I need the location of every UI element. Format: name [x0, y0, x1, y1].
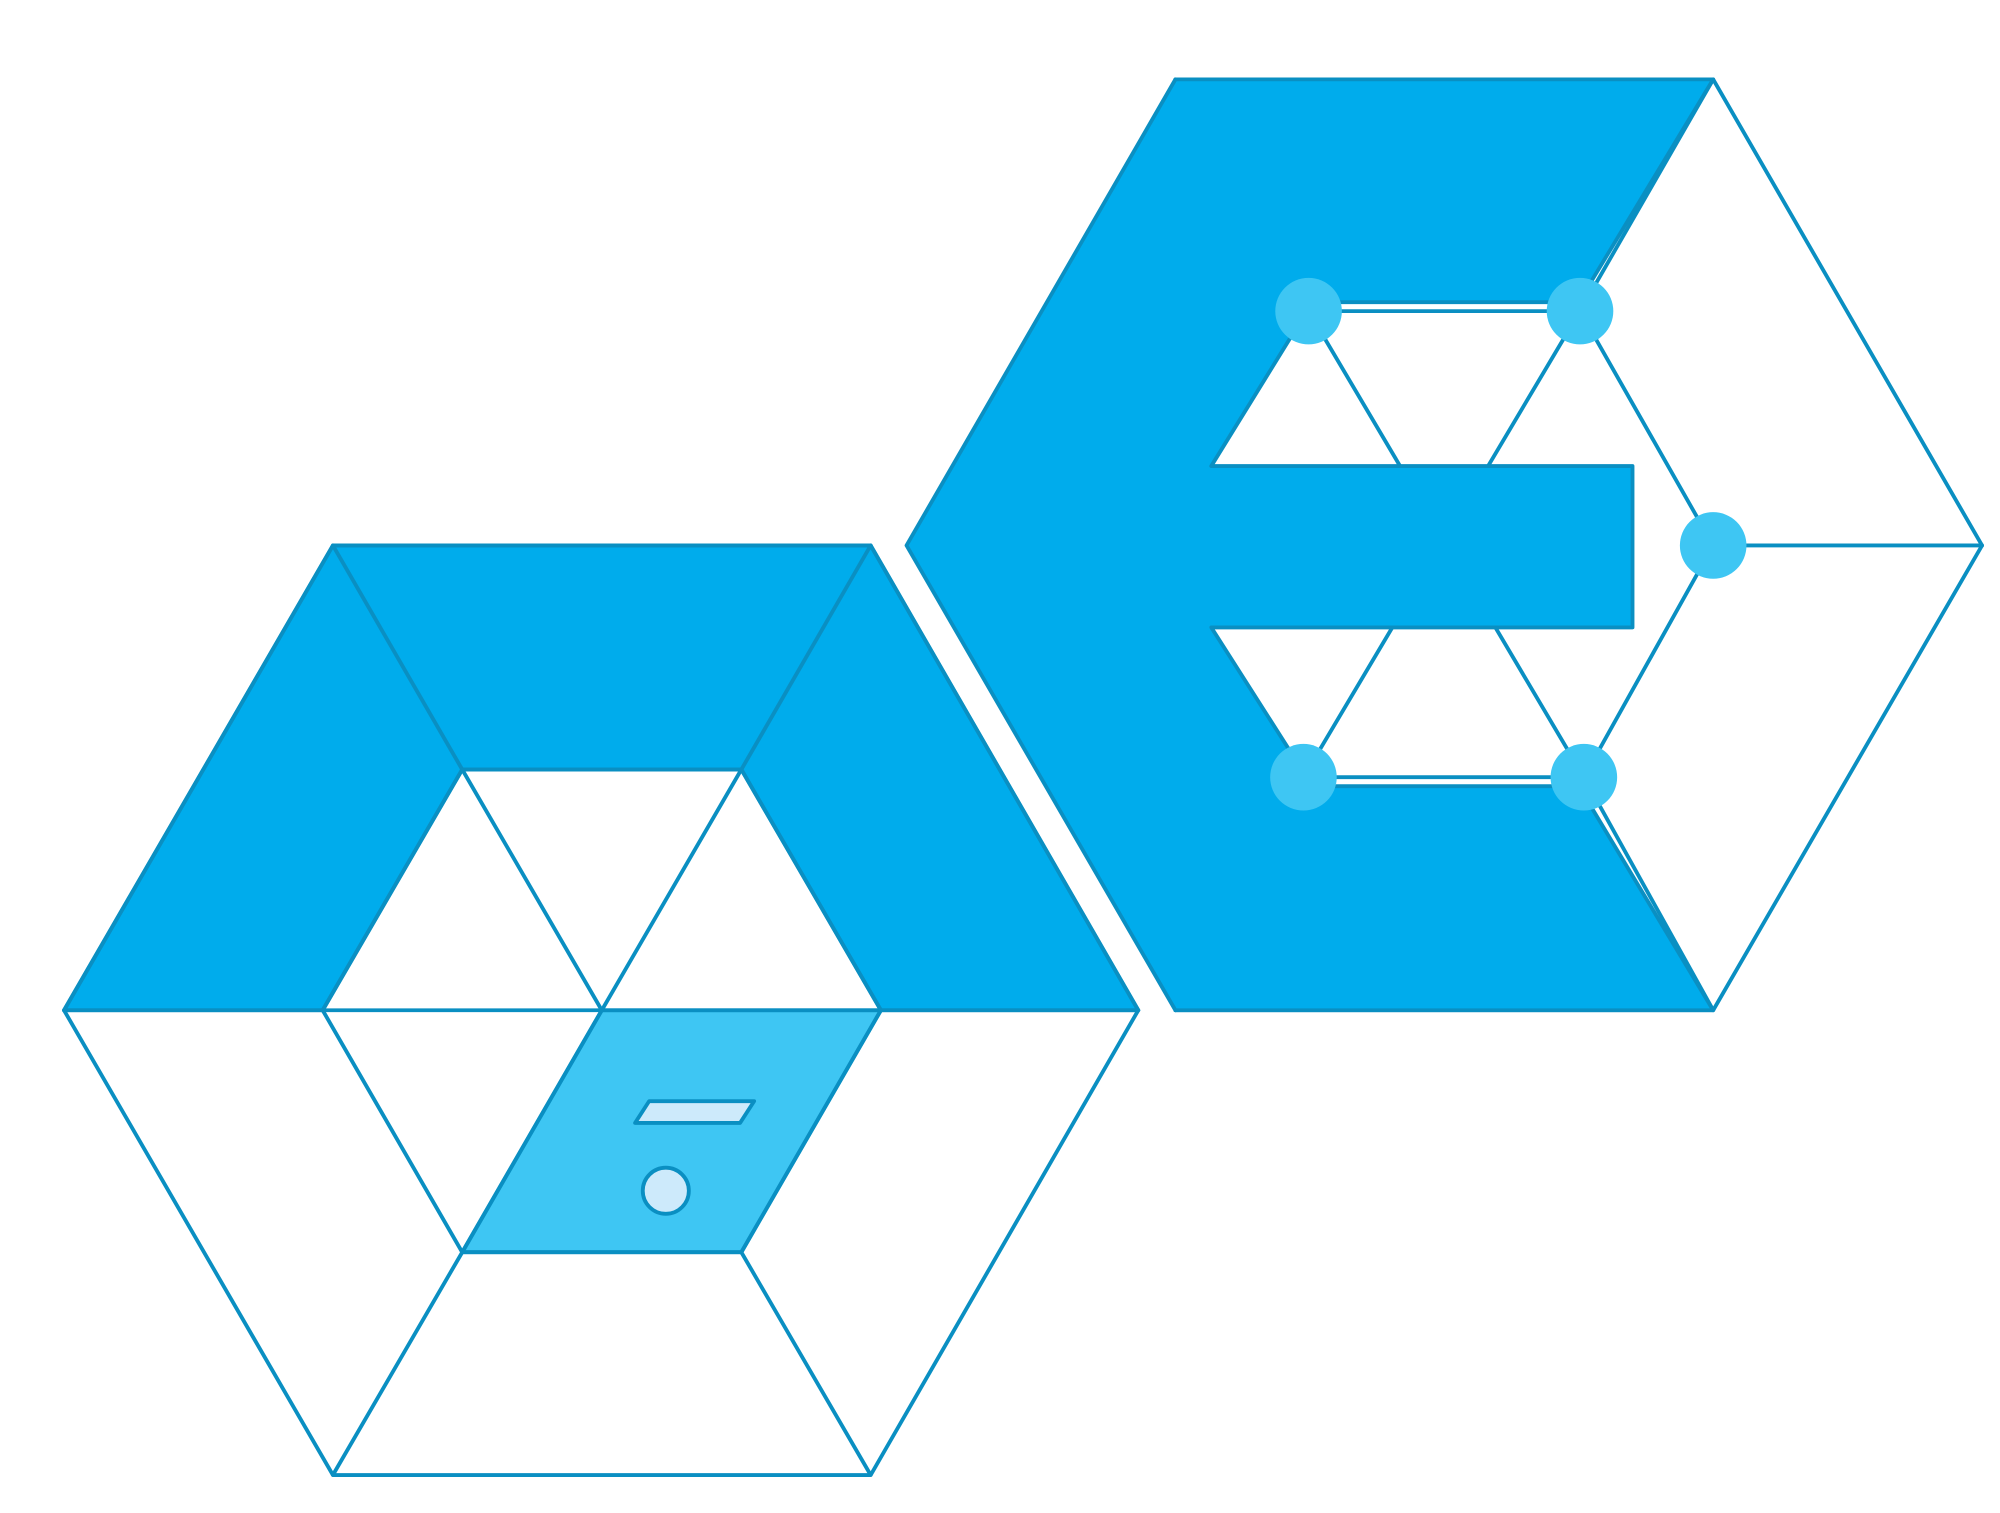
node-dot [1275, 277, 1342, 345]
left-hexagon [62, 543, 1141, 1477]
node-dot [1550, 743, 1618, 811]
node-dot [1546, 277, 1614, 345]
right-hexagon [904, 77, 1984, 1013]
hexagon-logo-group [62, 77, 1984, 1477]
left-hexagon-highlight-cell [460, 1008, 883, 1255]
slot-icon [633, 1099, 757, 1125]
node-dot [1270, 743, 1337, 811]
node-dot [1679, 512, 1747, 579]
right-hexagon-e-shape [904, 77, 1716, 1013]
dot-icon [640, 1165, 691, 1216]
left-hexagon-outline [62, 543, 1141, 1477]
right-hexagon-nodes [1270, 277, 1747, 811]
